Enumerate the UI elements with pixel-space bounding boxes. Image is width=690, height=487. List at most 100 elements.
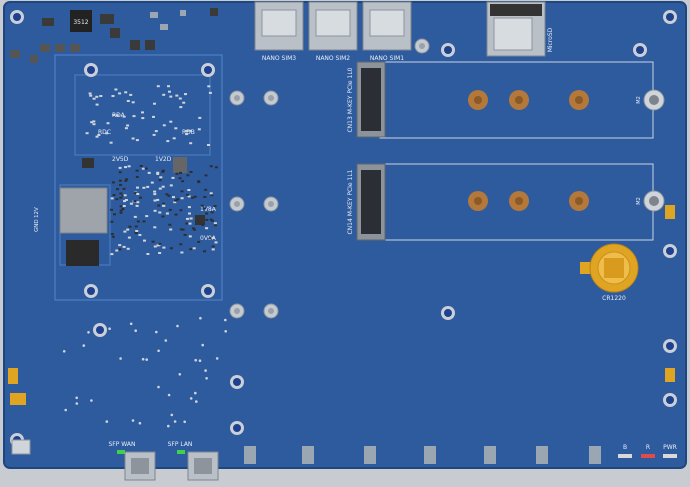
smd-part (209, 218, 213, 221)
via (141, 357, 145, 361)
smd-part (168, 223, 172, 226)
smd-part (90, 121, 94, 124)
smd-part (210, 194, 214, 197)
smd-part (179, 106, 183, 109)
smd-part (122, 245, 126, 248)
smd-part (118, 244, 122, 247)
smd-part (126, 100, 130, 102)
standoff-hole-center (234, 308, 240, 314)
smd-part (173, 201, 177, 204)
label-led-pwr: PWR (663, 444, 677, 451)
smd-part (214, 166, 218, 169)
smd-part (147, 171, 151, 174)
via (75, 402, 79, 405)
smd-part (165, 193, 169, 196)
smd-part (205, 212, 209, 215)
smd-part (126, 247, 130, 250)
via (164, 339, 168, 342)
smd-part (135, 204, 139, 207)
label-rdc: RDC (98, 129, 111, 136)
smd-part (157, 204, 161, 207)
smd-part (135, 169, 139, 172)
sfp-wan-led (117, 450, 125, 454)
som-outline (54, 54, 223, 301)
via (87, 331, 90, 334)
smd-part (136, 201, 140, 204)
smd-part (119, 209, 123, 212)
status-leds: B R PWR (618, 444, 677, 458)
smd-part (119, 192, 123, 195)
smd-part (189, 217, 193, 220)
smd-part (89, 94, 93, 97)
smd-part (119, 205, 123, 208)
smd-part (122, 205, 126, 207)
via (157, 349, 160, 353)
smd-part (197, 181, 201, 184)
inductor-chip (70, 10, 92, 32)
smd-part (144, 167, 148, 170)
smd-part (138, 234, 142, 236)
smd-part (203, 250, 207, 253)
smd-part (115, 249, 119, 252)
smd-part (202, 207, 206, 210)
smd-part (153, 190, 157, 193)
smd-part (162, 202, 166, 205)
smd-part (118, 248, 122, 251)
standoff-hole-center (268, 308, 274, 314)
smd-part (204, 188, 208, 191)
standoff-hole-center (419, 43, 425, 49)
smd-part (135, 230, 139, 232)
smd-part (112, 114, 116, 116)
smd-part (189, 248, 193, 251)
smd-part (209, 237, 213, 240)
via (199, 316, 202, 320)
via (224, 318, 227, 322)
smd-part (162, 124, 166, 127)
label-rdb: RDB (182, 129, 195, 136)
smd-part (88, 92, 92, 95)
smd-part (200, 204, 204, 207)
via (215, 357, 219, 360)
label-m2-bottom: CN14 M-KEY PCIe 1L1 (347, 169, 354, 234)
label-m2-top: CN13 M-KEY PCIe 1L0 (347, 67, 354, 132)
mounting-hole (666, 342, 674, 350)
smd-part (214, 241, 218, 244)
smd-part (129, 202, 133, 205)
mounting-hole (666, 13, 674, 21)
smd-part (188, 222, 192, 225)
led-b (618, 454, 632, 458)
label-led-b: B (623, 444, 627, 451)
smd-part (158, 211, 162, 214)
smd-part (187, 195, 191, 198)
smd-part (141, 111, 144, 114)
smd-part (146, 185, 150, 188)
standoff-hole-center (234, 95, 240, 101)
smd-part (143, 239, 146, 242)
smd-part (118, 179, 122, 182)
smd-part (181, 180, 185, 183)
led-pwr (663, 454, 677, 458)
smd-part (205, 227, 209, 230)
label-1v2d: 1V2D (155, 156, 172, 163)
smd-part (156, 171, 160, 174)
smd-part (92, 97, 96, 100)
smd-part (134, 192, 137, 195)
sim-slot-3: NANO SIM3 (254, 1, 304, 62)
mounting-hole (87, 66, 95, 74)
smd-part (186, 193, 190, 196)
pcb-surface (3, 1, 687, 469)
smd-part (151, 240, 155, 243)
soc-chip (59, 187, 108, 234)
smd-part (156, 85, 160, 88)
top-left-components: 3512 (10, 8, 218, 63)
battery-holder: CR1220 (580, 243, 639, 302)
label-led-r: R (646, 444, 650, 451)
smd-part (162, 204, 166, 207)
smd-part (167, 194, 171, 197)
smd-part (174, 213, 178, 216)
smd-part (158, 179, 162, 182)
smd-part (141, 167, 145, 170)
via (178, 373, 182, 376)
via (155, 330, 158, 334)
smd-part (174, 199, 178, 202)
